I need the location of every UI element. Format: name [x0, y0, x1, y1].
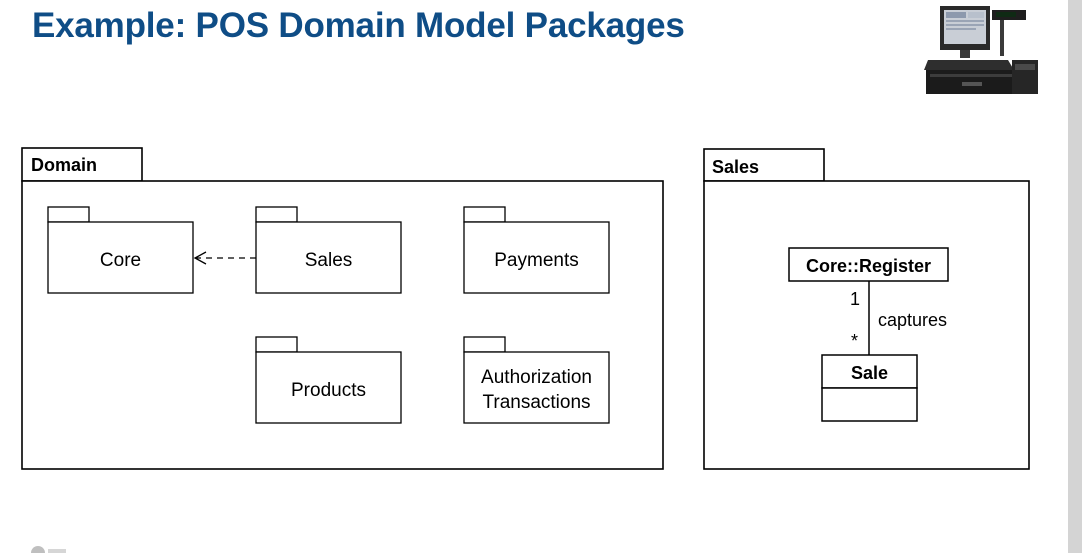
pos-terminal-image: [924, 6, 1038, 94]
sales-package-label: Sales: [712, 157, 759, 177]
sales-core-dependency: [193, 251, 256, 265]
payments-package: Payments: [463, 206, 610, 294]
register-class-name: Core::Register: [806, 256, 931, 276]
right-edge-bar: [1068, 0, 1082, 553]
products-package-label: Products: [291, 380, 366, 401]
dependency-arrowhead: [193, 251, 207, 265]
domain-package-label: Domain: [31, 155, 97, 175]
sale-class-name: Sale: [851, 363, 888, 383]
sale-class-attributes: [821, 387, 918, 422]
slide-title: Example: POS Domain Model Packages: [32, 6, 685, 45]
footer-logo-image: [31, 546, 66, 553]
authorization-label-line1: Authorization: [481, 367, 592, 388]
core-package: Core: [47, 206, 194, 294]
register-multiplicity: 1: [850, 289, 860, 309]
sale-multiplicity: *: [851, 331, 858, 351]
authorization-transactions-package: Authorization Transactions: [463, 336, 610, 424]
sales-subpackage: Sales: [255, 206, 402, 294]
authorization-label-line2: Transactions: [482, 392, 590, 413]
payments-package-label: Payments: [494, 250, 578, 271]
core-package-label: Core: [100, 250, 141, 271]
association-label: captures: [878, 310, 947, 330]
sale-class: Sale: [821, 354, 918, 422]
sales-subpackage-label: Sales: [305, 250, 353, 271]
sales-package-body: [703, 180, 1030, 470]
products-package: Products: [255, 336, 402, 424]
register-class: Core::Register: [788, 247, 949, 282]
sales-package-tab: [703, 148, 825, 182]
